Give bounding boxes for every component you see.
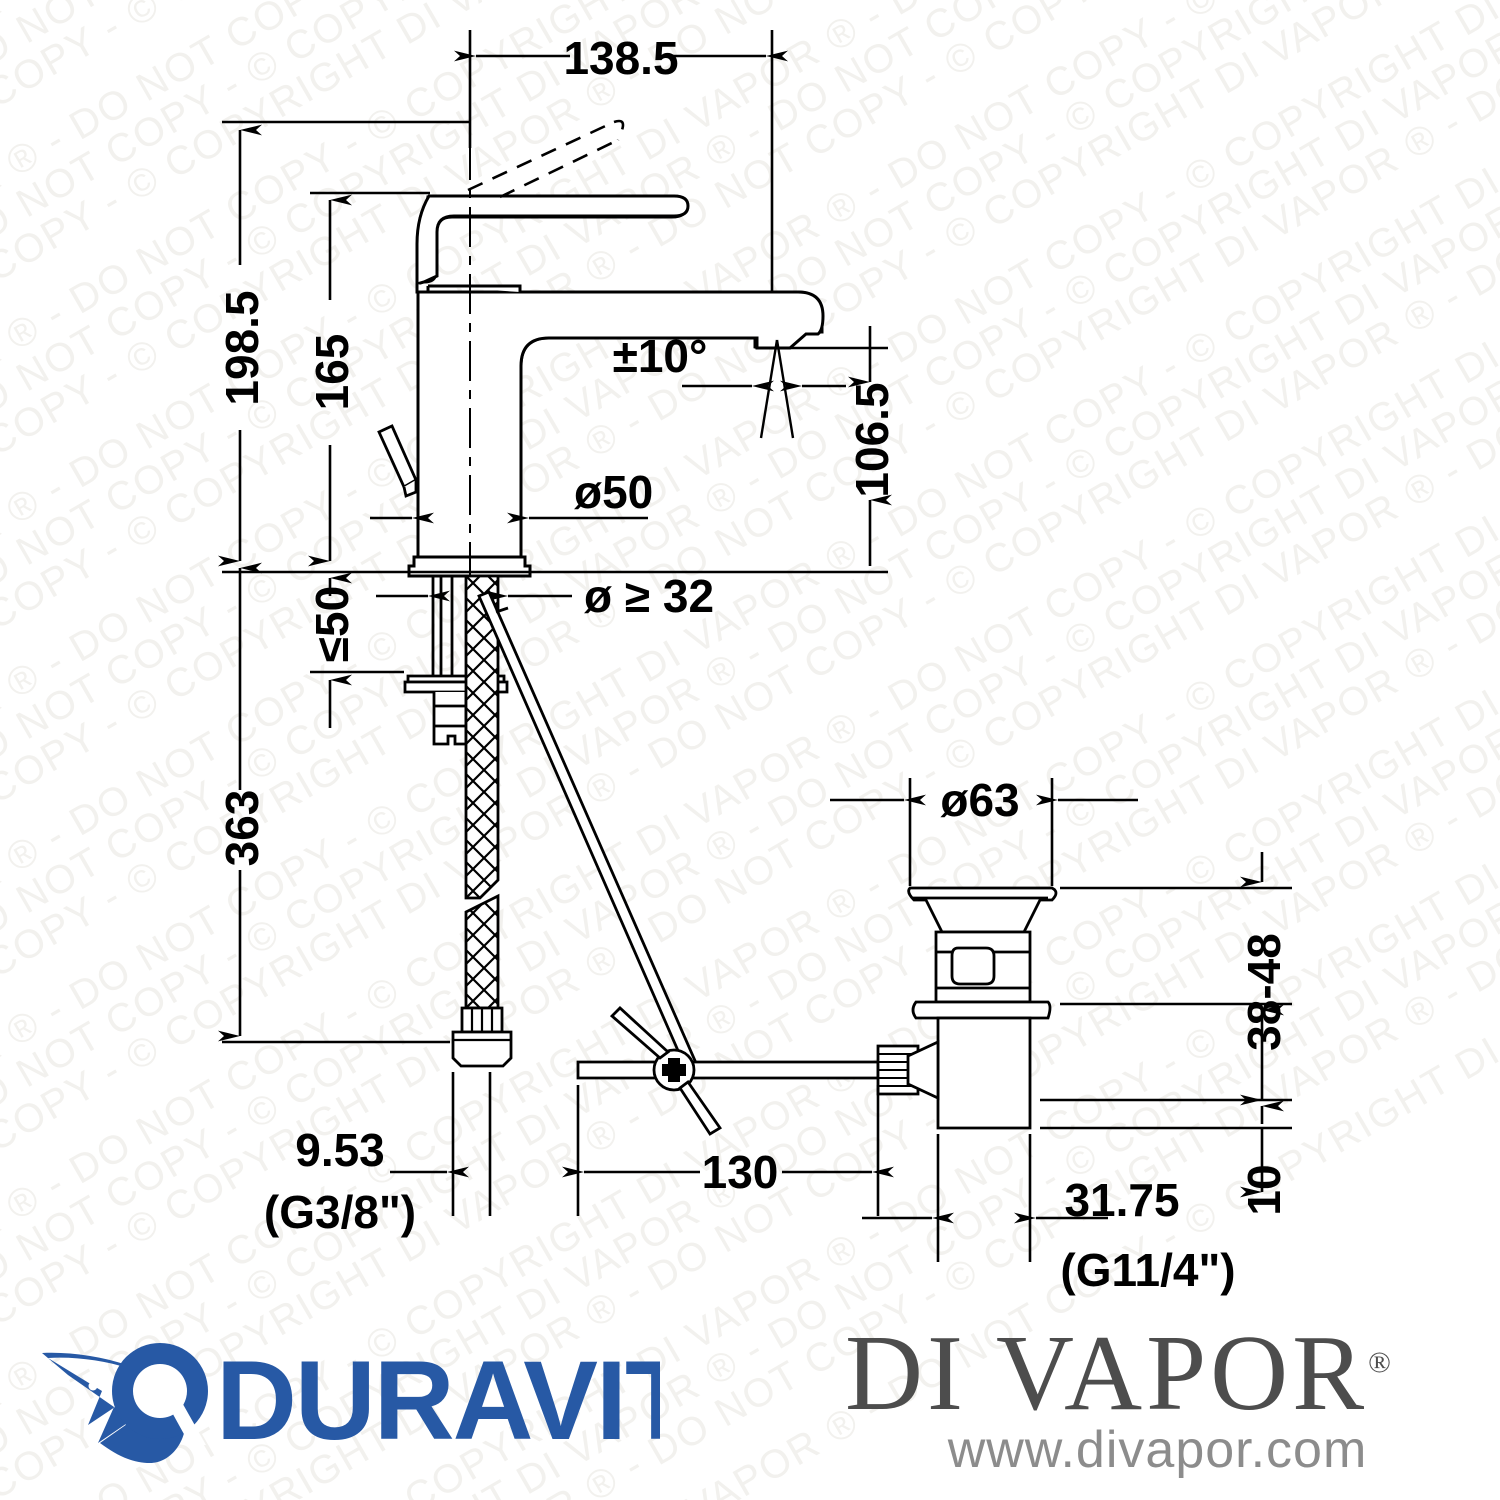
divapor-logo: DI VAPOR® www.divapor.com [845,1320,1470,1485]
lever-open-position-dashed [467,119,625,199]
divapor-url[interactable]: www.divapor.com [947,1421,1368,1479]
popup-horizontal-rod [576,1060,880,1080]
duravit-wordmark: DURAVIT [216,1338,660,1463]
popup-rod-linkage [477,590,702,1081]
label-overall-height: 198.5 [216,290,268,405]
label-hole-diameter: ø ≥ 32 [584,570,714,622]
label-waste-thread: 31.75 [1064,1174,1179,1226]
dimension-spout-swivel-angle [682,339,846,439]
duravit-logo-svg: DURAVIT [42,1338,660,1463]
dimension-total-length [218,562,450,1044]
dimension-overall-height [218,120,470,567]
label-hose-thread-standard: (G3/8") [264,1186,416,1238]
faucet-lever [415,194,690,294]
label-overall-width: 138.5 [563,32,678,84]
label-max-worktop-thickness: ≤50 [306,586,358,662]
braided-hose [451,574,513,1068]
label-waste-bottom: 10 [1238,1164,1290,1215]
dimension-lever-height [308,191,430,567]
popup-lift-lever [377,424,418,498]
faucet-outline-clean [416,290,825,559]
waste-drain-assembly [906,886,1058,1130]
label-spout-outlet-height: 106.5 [846,382,898,497]
duravit-logo: DURAVIT [40,1325,660,1475]
popup-clevis-pivot [609,1006,723,1136]
dimension-hose-thread [390,1072,492,1216]
label-waste-thread-standard: (G11/4") [1060,1244,1235,1296]
dimension-popup-rod-length [562,1085,894,1216]
dimension-body-diameter [370,470,648,540]
dimension-waste-height-range [1040,852,1292,1106]
divapor-wordmark: DI VAPOR® [845,1320,1470,1428]
divapor-name-text: DI VAPOR [845,1314,1369,1433]
label-waste-flange-diameter: ø63 [940,774,1019,826]
dimension-waste-bottom [1040,1100,1292,1198]
registered-trademark-icon: ® [1368,1346,1395,1379]
label-popup-rod-length: 130 [702,1146,779,1198]
label-waste-height-range: 38-48 [1238,933,1290,1051]
dimension-waste-flange-diameter [830,778,1138,886]
label-spout-swivel-angle: ±10° [613,330,708,382]
label-total-length: 363 [216,790,268,867]
duravit-bird-icon [42,1343,208,1463]
dimension-max-worktop-thickness [310,572,404,728]
label-hose-thread: 9.53 [295,1124,385,1176]
label-body-diameter: ø50 [574,466,653,518]
dimension-waste-thread [862,1134,1108,1262]
dimension-spout-outlet-height [790,326,892,566]
label-lever-height: 165 [306,334,358,411]
